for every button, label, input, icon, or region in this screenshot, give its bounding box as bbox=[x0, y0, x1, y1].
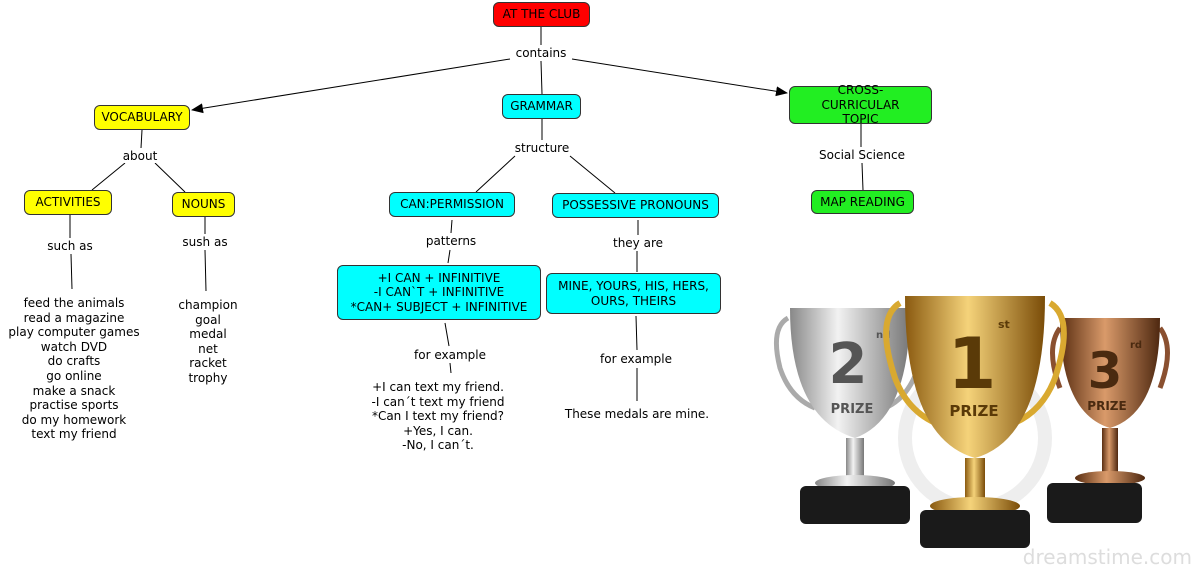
node-pronoun-list[interactable]: MINE, YOURS, HIS, HERS, OURS, THEIRS bbox=[546, 273, 721, 314]
list-item: -No, I can´t. bbox=[402, 438, 474, 453]
list-item: play computer games bbox=[8, 325, 140, 340]
list-item: racket bbox=[189, 356, 227, 371]
pronoun-line: MINE, YOURS, HIS, HERS, bbox=[558, 279, 709, 293]
list-item: -I can´t text my friend bbox=[371, 394, 505, 409]
trophy-third-icon: 3 rd PRIZE bbox=[1047, 318, 1170, 523]
node-cross-curricular-topic[interactable]: CROSS-CURRICULAR TOPIC bbox=[789, 83, 932, 126]
trophy-second-label: PRIZE bbox=[831, 402, 874, 417]
list-item: net bbox=[198, 341, 218, 356]
trophy-second-suffix: nd bbox=[876, 330, 890, 341]
trophy-first-suffix: st bbox=[998, 318, 1010, 331]
list-item: +Yes, I can. bbox=[403, 423, 473, 438]
list-item: read a magazine bbox=[23, 310, 125, 325]
link-label-social-science: Social Science bbox=[817, 148, 907, 162]
pronoun-line: OURS, THEIRS bbox=[590, 293, 677, 308]
trophy-second-rank: 2 bbox=[829, 332, 868, 397]
trophy-first-icon: 1 st PRIZE bbox=[883, 296, 1067, 548]
node-vocabulary[interactable]: VOCABULARY bbox=[94, 105, 190, 130]
link-label-they-are: they are bbox=[610, 236, 666, 250]
trophy-third-rank: 3 bbox=[1088, 342, 1123, 400]
link-label-for-example: for example bbox=[598, 352, 674, 366]
node-can-patterns[interactable]: +I CAN + INFINITIVE -I CAN`T + INFINITIV… bbox=[337, 265, 541, 320]
list-item: feed the animals bbox=[23, 296, 125, 310]
list-item: watch DVD bbox=[40, 339, 108, 354]
link-label-such-as: such as bbox=[45, 239, 95, 253]
link-label-structure: structure bbox=[512, 141, 572, 155]
list-item: goal bbox=[195, 312, 221, 327]
link-label-for-example: for example bbox=[412, 348, 488, 362]
list-item: +I can text my friend. bbox=[372, 380, 504, 394]
watermark: dreamstime.com bbox=[1023, 545, 1192, 569]
node-possessive-pronouns[interactable]: POSSESSIVE PRONOUNS bbox=[552, 193, 719, 218]
node-grammar[interactable]: GRAMMAR bbox=[502, 94, 581, 119]
node-can-permission[interactable]: CAN:PERMISSION bbox=[389, 192, 515, 217]
pattern-line: *CAN+ SUBJECT + INFINITIVE bbox=[350, 299, 528, 314]
list-item: champion bbox=[178, 298, 238, 312]
link-label-about: about bbox=[120, 149, 160, 163]
list-item: practise sports bbox=[29, 398, 119, 413]
node-at-the-club[interactable]: AT THE CLUB bbox=[493, 2, 590, 27]
pronoun-example: These medals are mine. bbox=[564, 407, 710, 421]
list-item: make a snack bbox=[32, 383, 116, 398]
list-item: go online bbox=[46, 368, 102, 383]
pattern-line: +I CAN + INFINITIVE bbox=[377, 270, 501, 285]
list-item: *Can I text my friend? bbox=[371, 409, 505, 424]
trophy-first-label: PRIZE bbox=[949, 402, 998, 420]
link-label-sush-as: sush as bbox=[180, 235, 230, 249]
link-label-contains: contains bbox=[513, 46, 569, 60]
link-label-patterns: patterns bbox=[423, 234, 479, 248]
trophy-second-icon: 2 nd PRIZE bbox=[773, 308, 925, 524]
activities-list: feed the animals read a magazine play co… bbox=[8, 296, 139, 442]
nouns-list: champion goal medal net racket trophy bbox=[178, 298, 237, 386]
trophy-third-suffix: rd bbox=[1130, 340, 1142, 351]
trophy-first-rank: 1 bbox=[948, 323, 997, 405]
list-item: text my friend bbox=[31, 427, 117, 442]
list-item: medal bbox=[189, 327, 227, 342]
trophies-image: 2 nd PRIZE 3 rd PRIZE 1 st PRIZE bbox=[773, 296, 1192, 569]
list-item: do my homework bbox=[21, 412, 127, 427]
node-map-reading[interactable]: MAP READING bbox=[811, 190, 914, 214]
can-examples-list: +I can text my friend. -I can´t text my … bbox=[372, 380, 505, 453]
list-item: trophy bbox=[188, 370, 228, 385]
list-item: do crafts bbox=[47, 354, 101, 369]
pattern-line: -I CAN`T + INFINITIVE bbox=[373, 285, 505, 300]
trophy-third-label: PRIZE bbox=[1087, 399, 1126, 413]
node-nouns[interactable]: NOUNS bbox=[172, 192, 235, 217]
node-activities[interactable]: ACTIVITIES bbox=[24, 190, 112, 215]
